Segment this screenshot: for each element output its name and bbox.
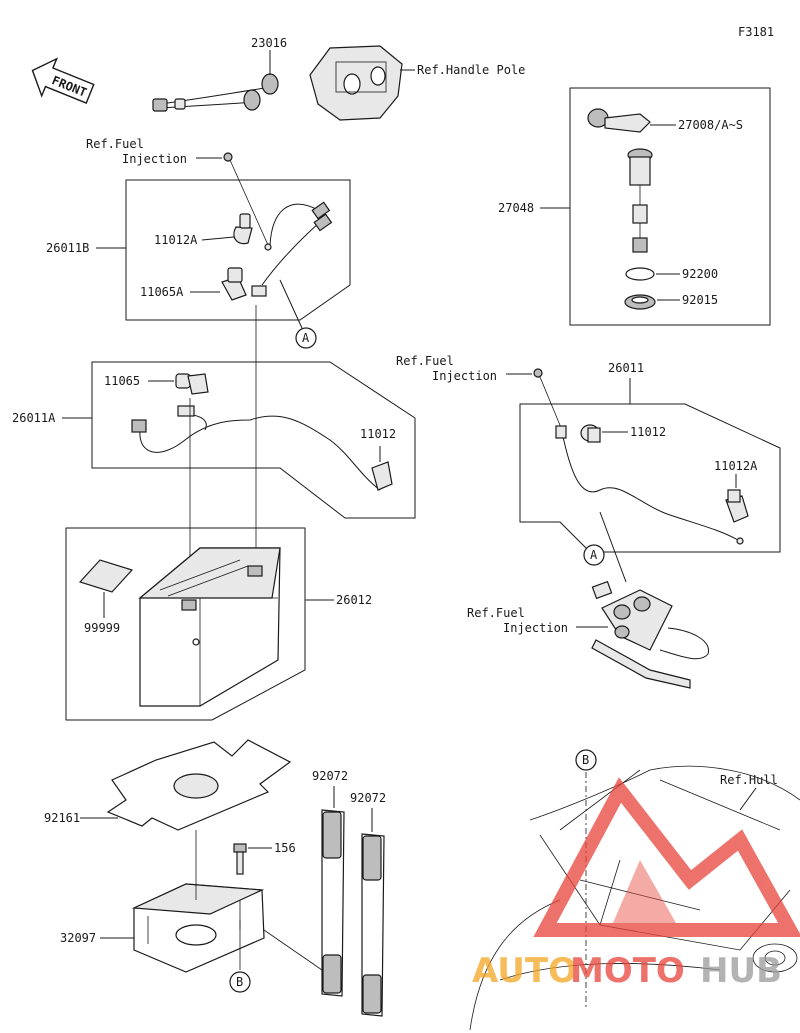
boot-11065 [175, 373, 209, 395]
callout-b-bottom-label: B [236, 975, 243, 989]
label-26011: 26011 [608, 361, 644, 375]
box-26011A [91, 361, 416, 519]
nut-92015 [624, 294, 656, 310]
box-26012 [65, 527, 306, 721]
label-11012A-left: 11012A [154, 233, 198, 247]
label-11012-left: 11012 [360, 427, 396, 441]
label-11012-right: 11012 [630, 425, 666, 439]
boot-11012-right [580, 424, 601, 443]
callout-b-hull-label: B [582, 753, 589, 767]
boot-11065A [221, 267, 247, 301]
washer-92200 [625, 267, 655, 281]
tray-32097 [131, 830, 265, 973]
box-26011 [519, 403, 781, 553]
fuel-injection-relay [591, 580, 709, 689]
boot-11012-left [371, 461, 393, 491]
watermark-auto: AUTO [472, 951, 577, 991]
key-27008 [587, 108, 651, 133]
cable-26011A [131, 405, 381, 491]
handle-pole [309, 45, 403, 121]
box-27048 [569, 87, 771, 326]
callout-a-mid [583, 544, 605, 566]
figure-code: F3181 [738, 25, 774, 39]
boot-11012A-right [725, 489, 749, 523]
label-92161: 92161 [44, 811, 80, 825]
watermark-hub: HUB [700, 951, 782, 991]
ref-fuel-3-line1: Ref.Fuel [467, 606, 525, 620]
label-92200: 92200 [682, 267, 718, 281]
ref-fuel-3-line2: Injection [503, 621, 568, 635]
boot-11012A-left [233, 213, 253, 245]
watermark-logo: AUTO MOTO HUB [472, 777, 800, 991]
label-32097: 32097 [60, 931, 96, 945]
label-92072-b: 92072 [350, 791, 386, 805]
callout-a-mid-label: A [590, 548, 598, 562]
pad-92161 [106, 739, 292, 831]
callout-a-top [295, 327, 317, 349]
callout-b-bottom [229, 971, 251, 993]
label-11065A: 11065A [140, 285, 184, 299]
strap-92072-b [361, 833, 385, 1017]
ref-fuel-1-line2: Injection [122, 152, 187, 166]
front-arrow-icon: FRONT [31, 57, 95, 104]
battery-26012 [138, 547, 281, 707]
box-26011B [125, 179, 351, 321]
label-27048: 27048 [498, 201, 534, 215]
callout-a-top-label: A [302, 331, 310, 345]
label-23016: 23016 [251, 36, 287, 50]
label-92015: 92015 [682, 293, 718, 307]
ref-fuel-2-line1: Ref.Fuel [396, 354, 454, 368]
label-27008: 27008/A~S [678, 118, 743, 132]
ref-fuel-2-line2: Injection [432, 369, 497, 383]
harness-23016 [152, 73, 279, 112]
strap-92072-a [321, 809, 345, 997]
label-92072-a: 92072 [312, 769, 348, 783]
ref-fuel-1-line1: Ref.Fuel [86, 137, 144, 151]
label-156: 156 [274, 841, 296, 855]
ref-hull: Ref.Hull [720, 773, 778, 787]
callout-b-hull [575, 749, 597, 771]
label-99999: 99999 [84, 621, 120, 635]
label-11012A-right: 11012A [714, 459, 758, 473]
packet-99999 [78, 559, 134, 593]
label-26011A: 26011A [12, 411, 56, 425]
label-11065: 11065 [104, 374, 140, 388]
watermark-moto: MOTO [570, 951, 685, 991]
label-26012: 26012 [336, 593, 372, 607]
ignition-switch [627, 148, 653, 253]
label-26011B: 26011B [46, 241, 89, 255]
cable-26011 [555, 425, 744, 545]
cable-26011B [251, 201, 333, 297]
ref-handle-pole: Ref.Handle Pole [417, 63, 525, 77]
bolt-156 [233, 843, 247, 875]
